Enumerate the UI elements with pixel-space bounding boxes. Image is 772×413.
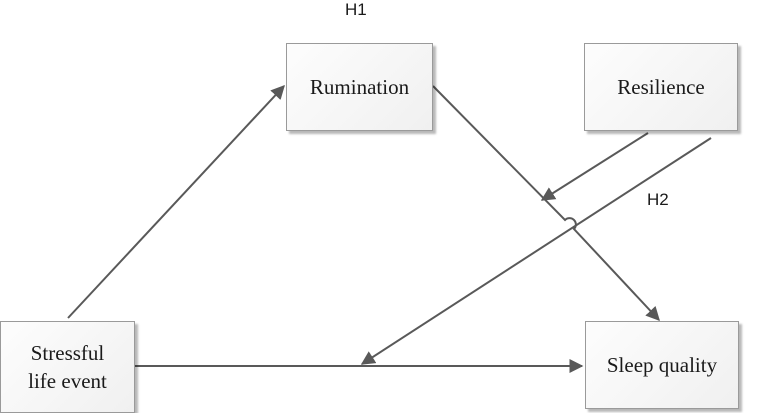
node-rumination-label: Rumination bbox=[309, 75, 410, 99]
node-stressful-life-event: Stressful life event bbox=[0, 321, 135, 413]
node-resilience: Resilience bbox=[584, 43, 738, 131]
arrow-rumination-to-sleep bbox=[432, 85, 660, 322]
node-resilience-label: Resilience bbox=[617, 75, 705, 99]
node-stressful-life-event-label: Stressful life event bbox=[28, 341, 107, 393]
hypothesis-h2-label: H2 bbox=[647, 190, 669, 209]
hypothesis-h1-label: H1 bbox=[345, 0, 367, 19]
arrow-stressful-to-rumination bbox=[67, 84, 285, 319]
arrow-resilience-to-h2-path bbox=[360, 137, 712, 365]
arrow-resilience-to-h1-path bbox=[540, 132, 649, 201]
node-sleep-quality: Sleep quality bbox=[585, 321, 739, 409]
node-rumination: Rumination bbox=[286, 43, 433, 131]
node-sleep-quality-label: Sleep quality bbox=[606, 353, 718, 377]
